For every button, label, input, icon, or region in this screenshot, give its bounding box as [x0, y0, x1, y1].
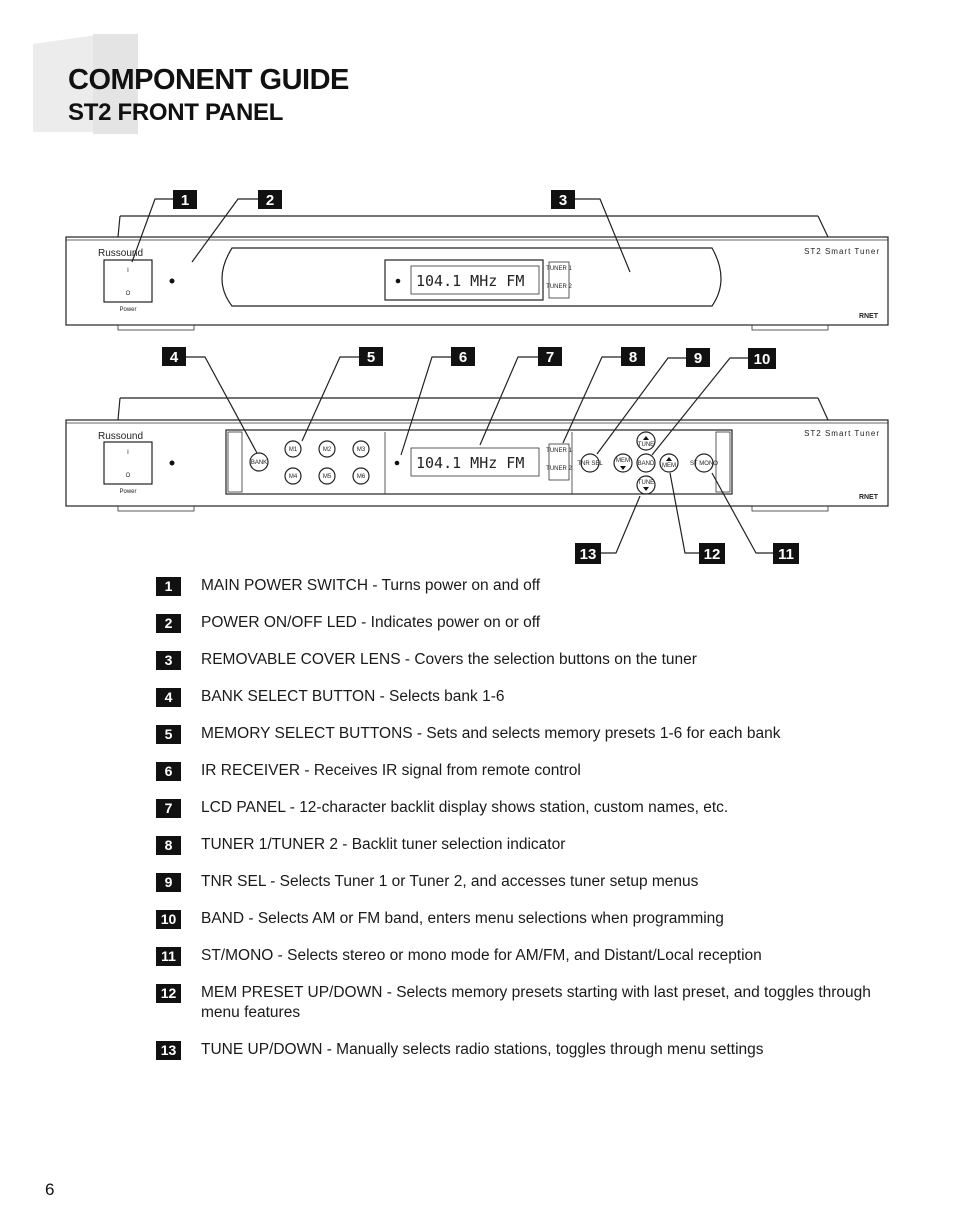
mem-up-button[interactable] [659, 453, 679, 473]
svg-text:MEM: MEM [616, 458, 630, 464]
svg-text:104.1 MHz FM: 104.1 MHz FM [416, 454, 524, 472]
svg-text:TUNER 2: TUNER 2 [546, 466, 572, 472]
rnet-logo: RNET [859, 313, 879, 320]
svg-text:BAND: BAND [638, 461, 655, 467]
svg-text:TUNE: TUNE [638, 442, 654, 448]
ir-receiver [394, 460, 400, 466]
svg-text:8: 8 [629, 349, 637, 366]
power-led [169, 278, 175, 284]
tune-up-button[interactable] [636, 431, 656, 451]
svg-text:TUNER 2: TUNER 2 [546, 284, 572, 290]
svg-text:6: 6 [459, 349, 467, 366]
svg-text:2: 2 [266, 192, 274, 209]
svg-text:BANK: BANK [251, 460, 267, 466]
band-button[interactable] [636, 453, 656, 473]
svg-text:TUNER 1: TUNER 1 [546, 448, 572, 454]
svg-text:11: 11 [778, 546, 794, 563]
page-title: COMPONENT GUIDE [68, 64, 349, 96]
svg-text:12: 12 [704, 546, 721, 563]
svg-text:MEM: MEM [662, 463, 676, 469]
svg-text:M2: M2 [323, 447, 332, 453]
svg-text:10: 10 [754, 351, 771, 368]
power-switch-2[interactable] [103, 441, 153, 485]
svg-text:Russound: Russound [98, 431, 143, 442]
svg-text:5: 5 [367, 349, 375, 366]
brand-label: Russound [98, 248, 143, 259]
page-subtitle: ST2 FRONT PANEL [68, 99, 284, 126]
front-panel-diagram: .ln{stroke:#222;stroke-width:1.2;fill:no… [65, 190, 889, 564]
svg-text:3: 3 [559, 192, 567, 209]
svg-text:Power: Power [119, 489, 136, 495]
power-switch[interactable] [103, 259, 153, 303]
svg-text:9: 9 [694, 350, 702, 367]
callouts-top: 1 2 3 [131, 190, 631, 273]
lcd-display: 104.1 MHz FM [416, 272, 524, 290]
svg-text:1: 1 [181, 192, 189, 209]
lcd-window [384, 259, 544, 301]
svg-text:M6: M6 [357, 474, 366, 480]
svg-text:M3: M3 [357, 447, 366, 453]
tune-down-button[interactable] [636, 475, 656, 495]
m1-button[interactable] [284, 440, 302, 458]
svg-text:I: I [127, 450, 129, 456]
button-panel [225, 429, 733, 495]
svg-text:7: 7 [546, 349, 554, 366]
svg-text:O: O [126, 473, 131, 479]
m2-button[interactable] [318, 440, 336, 458]
svg-text:TUNER 1: TUNER 1 [546, 266, 572, 272]
svg-text:TNR SEL: TNR SEL [577, 461, 603, 467]
tnr-sel-button[interactable] [580, 453, 600, 473]
memory-buttons: M1 M2 M3 M4 M5 M6 [284, 440, 370, 485]
m6-button[interactable] [352, 467, 370, 485]
model-label: ST2 Smart Tuner [804, 247, 880, 256]
svg-text:ST MONO: ST MONO [690, 461, 718, 467]
svg-text:RNET: RNET [859, 494, 879, 501]
m4-button[interactable] [284, 467, 302, 485]
power-label: Power [119, 307, 136, 313]
cover-lens[interactable] [221, 247, 722, 307]
svg-text:M1: M1 [289, 447, 298, 453]
svg-text:I: I [127, 268, 129, 274]
m3-button[interactable] [352, 440, 370, 458]
svg-text:TUNE: TUNE [638, 480, 654, 486]
tuner-indicator [548, 261, 570, 299]
m5-button[interactable] [318, 467, 336, 485]
mem-down-button[interactable] [613, 453, 633, 473]
st-mono-button[interactable] [694, 453, 714, 473]
svg-text:13: 13 [580, 546, 597, 563]
svg-text:M5: M5 [323, 474, 332, 480]
bank-button[interactable] [249, 452, 269, 472]
russound-watermark-logo [33, 34, 138, 134]
svg-text:M4: M4 [289, 474, 298, 480]
svg-text:4: 4 [170, 349, 179, 366]
svg-text:ST2 Smart Tuner: ST2 Smart Tuner [804, 429, 880, 438]
svg-text:O: O [126, 291, 131, 297]
tuner-unit-cover-closed: Russound I O Power 104.1 MHz FM TUNER 1 … [65, 215, 889, 331]
callouts-bottom-upper: 4 5 6 7 8 9 10 [162, 347, 776, 456]
page-number: 6 [45, 1180, 55, 1199]
callouts-bottom-lower: 13 12 11 [575, 472, 799, 564]
tuner-unit-cover-open: Russound I O Power BANK M1 M2 M3 M4 M5 M… [65, 397, 889, 512]
